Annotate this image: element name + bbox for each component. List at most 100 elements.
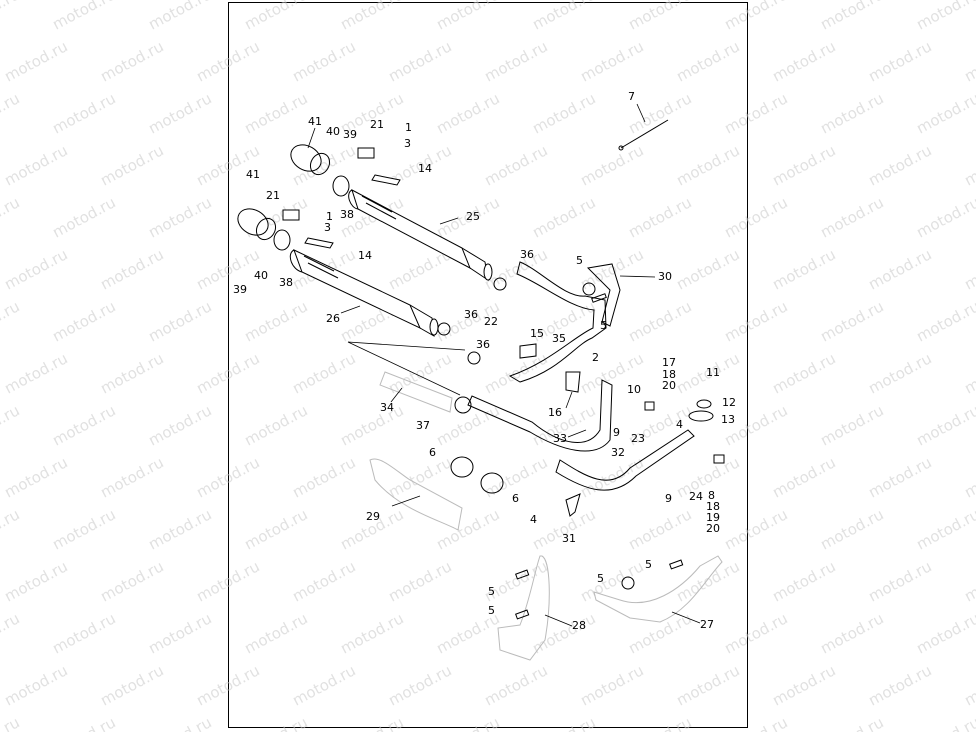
watermark-text: motod.ru xyxy=(769,349,838,397)
callout-5: 5 xyxy=(488,604,495,617)
watermark-text: motod.ru xyxy=(97,37,166,85)
watermark-text: motod.ru xyxy=(577,557,646,605)
ring-38-lower xyxy=(273,229,291,251)
watermark-text: motod.ru xyxy=(145,609,214,657)
watermark-text: motod.ru xyxy=(1,661,70,709)
watermark-text: motod.ru xyxy=(337,609,406,657)
callout-3: 3 xyxy=(324,221,331,234)
watermark-text: motod.ru xyxy=(49,89,118,137)
spring-5-b xyxy=(591,293,607,303)
callout-9: 9 xyxy=(613,426,620,439)
callout-8: 8 xyxy=(708,489,715,502)
watermark-text: motod.ru xyxy=(913,713,976,732)
callout-41: 41 xyxy=(308,115,322,128)
pipe-35 xyxy=(508,261,607,383)
watermark-text: motod.ru xyxy=(0,297,23,345)
callout-23: 23 xyxy=(631,432,645,445)
watermark-text: motod.ru xyxy=(49,297,118,345)
watermark-text: motod.ru xyxy=(97,245,166,293)
watermark-text: motod.ru xyxy=(145,193,214,241)
callout-10: 10 xyxy=(627,383,641,396)
callout-35: 35 xyxy=(552,332,566,345)
pipe-33 xyxy=(467,379,613,452)
watermark-text: motod.ru xyxy=(385,349,454,397)
watermark-text: motod.ru xyxy=(289,453,358,501)
watermark-text: motod.ru xyxy=(913,609,976,657)
watermark-text: motod.ru xyxy=(913,401,976,449)
watermark-text: motod.ru xyxy=(145,0,214,34)
watermark-text: motod.ru xyxy=(337,401,406,449)
watermark-text: motod.ru xyxy=(193,453,262,501)
watermark-text: motod.ru xyxy=(625,713,694,732)
callout-7: 7 xyxy=(628,90,635,103)
watermark-text: motod.ru xyxy=(913,0,976,34)
callout-13: 13 xyxy=(721,413,735,426)
watermark-text: motod.ru xyxy=(865,453,934,501)
watermark-text: motod.ru xyxy=(97,453,166,501)
callout-30: 30 xyxy=(658,270,672,283)
clamp-6-b xyxy=(480,472,504,494)
end-cap-upper xyxy=(290,144,331,176)
watermark-text: motod.ru xyxy=(481,37,550,85)
watermark-text: motod.ru xyxy=(865,245,934,293)
callout-33: 33 xyxy=(553,432,567,445)
heat-shield-28 xyxy=(497,555,550,661)
callout-22: 22 xyxy=(484,315,498,328)
callout-2: 2 xyxy=(592,351,599,364)
watermark-text: motod.ru xyxy=(721,297,790,345)
callout-36: 36 xyxy=(520,248,534,261)
watermark-text: motod.ru xyxy=(721,0,790,34)
spring-5-e xyxy=(621,576,635,590)
watermark-text: motod.ru xyxy=(0,193,23,241)
watermark-text: motod.ru xyxy=(241,505,310,553)
gasket-37 xyxy=(454,396,472,414)
watermark-text: motod.ru xyxy=(289,37,358,85)
callout-27: 27 xyxy=(700,618,714,631)
watermark-text: motod.ru xyxy=(961,37,976,85)
clip-21-upper xyxy=(357,147,375,159)
callout-9: 9 xyxy=(665,492,672,505)
watermark-text: motod.ru xyxy=(577,37,646,85)
bracket-16 xyxy=(565,371,581,393)
watermark-text: motod.ru xyxy=(529,193,598,241)
watermark-text: motod.ru xyxy=(145,89,214,137)
clamp-6-a xyxy=(450,456,474,478)
spring-5-c xyxy=(515,569,530,580)
watermark-text: motod.ru xyxy=(145,713,214,732)
watermark-text: motod.ru xyxy=(97,141,166,189)
pipe-34 xyxy=(379,371,453,413)
callout-26: 26 xyxy=(326,312,340,325)
spring-5-a xyxy=(582,282,596,296)
watermark-text: motod.ru xyxy=(625,297,694,345)
rod-part-7 xyxy=(620,119,669,149)
callout-5: 5 xyxy=(576,254,583,267)
callout-31: 31 xyxy=(562,532,576,545)
callout-1: 1 xyxy=(326,210,333,223)
callout-4: 4 xyxy=(676,418,683,431)
parts-drawing xyxy=(237,119,725,661)
diagram-frame xyxy=(228,2,748,728)
watermark-text: motod.ru xyxy=(49,505,118,553)
watermark-text: motod.ru xyxy=(193,557,262,605)
watermark-text: motod.ru xyxy=(673,141,742,189)
watermark-text: motod.ru xyxy=(961,245,976,293)
watermark-text: motod.ru xyxy=(721,193,790,241)
watermark-text: motod.ru xyxy=(625,505,694,553)
ring-38-upper xyxy=(332,175,350,197)
watermark-text: motod.ru xyxy=(385,37,454,85)
watermark-text: motod.ru xyxy=(193,245,262,293)
watermark-text: motod.ru xyxy=(433,505,502,553)
heat-shield-27 xyxy=(593,555,723,623)
bracket-14-lower xyxy=(304,237,334,249)
watermark-text: motod.ru xyxy=(529,713,598,732)
watermark-text: motod.ru xyxy=(1,245,70,293)
callout-39: 39 xyxy=(233,283,247,296)
watermark-text: motod.ru xyxy=(673,661,742,709)
spring-5-f xyxy=(669,559,684,570)
callout-1: 1 xyxy=(405,121,412,134)
watermark-text: motod.ru xyxy=(97,557,166,605)
watermark-text: motod.ru xyxy=(961,557,976,605)
watermark-text: motod.ru xyxy=(0,713,23,732)
